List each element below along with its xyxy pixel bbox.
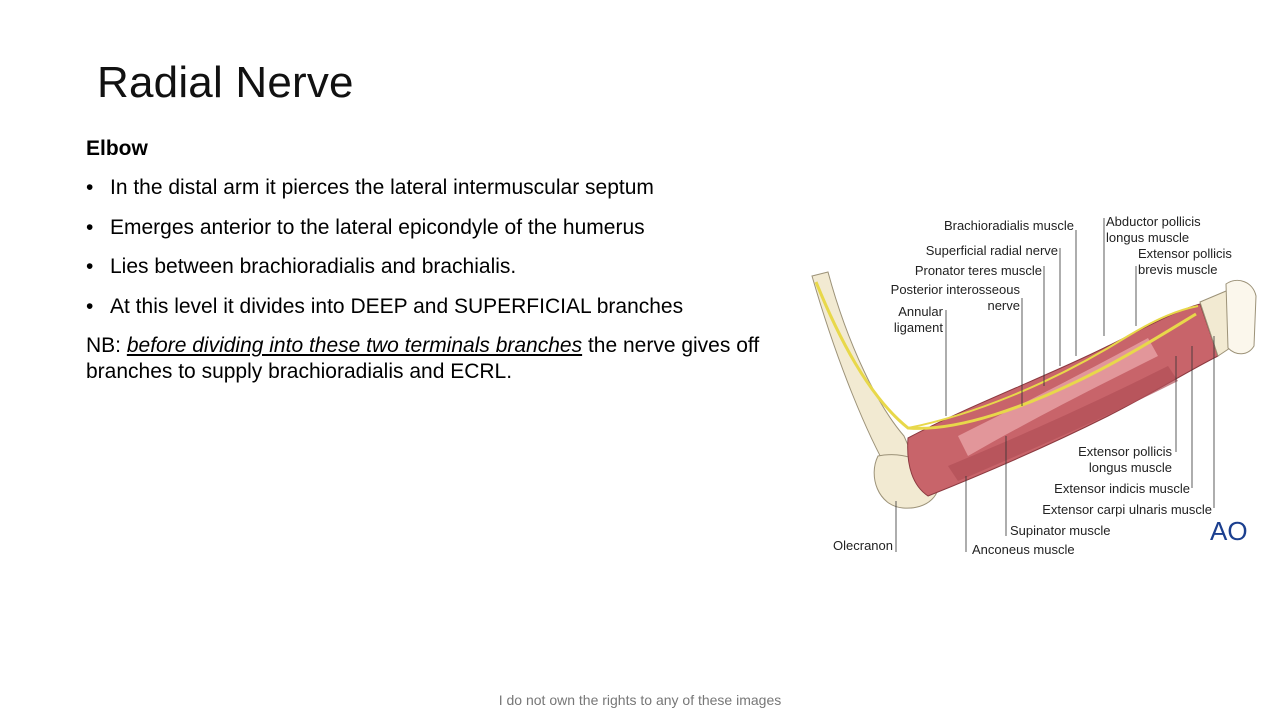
nb-emphasis: before dividing into these two terminals… [126, 334, 583, 357]
label-pronator-teres: Pronator teres muscle [915, 263, 1042, 278]
label-annular-2: ligament [894, 320, 944, 335]
label-ext-pollicis-brevis: Extensor pollicis [1138, 246, 1232, 261]
label-superficial-radial-nerve: Superficial radial nerve [926, 243, 1058, 258]
label-ext-pollicis-brevis-2: brevis muscle [1138, 262, 1217, 277]
bullet-item: In the distal arm it pierces the lateral… [86, 175, 806, 201]
label-ext-indicis: Extensor indicis muscle [1054, 481, 1190, 496]
elbow-illustration: Brachioradialis muscle Superficial radia… [811, 214, 1257, 557]
wrist-cuff [1225, 280, 1257, 355]
nb-suffix: the nerve gives off branches to supply b… [86, 334, 760, 383]
bullet-item: Emerges anterior to the lateral epicondy… [86, 215, 806, 241]
label-anconeus: Anconeus muscle [972, 542, 1075, 557]
footer-disclaimer: I do not own the rights to any of these … [498, 692, 782, 708]
bullet-list: In the distal arm it pierces the lateral… [86, 175, 806, 320]
label-ext-carpi-ulnaris: Extensor carpi ulnaris muscle [1042, 502, 1212, 517]
label-abductor-2: longus muscle [1106, 230, 1189, 245]
label-posterior-interosseous-2: nerve [987, 298, 1020, 313]
muscle-fibers-dark [948, 366, 1178, 481]
section-heading: Elbow [86, 137, 148, 160]
nb-prefix: NB: [86, 334, 127, 357]
label-supinator: Supinator muscle [1010, 523, 1110, 538]
radial-nerve [814, 281, 1197, 430]
nb-note: NB: before dividing into these two termi… [86, 333, 806, 385]
bullet-item: At this level it divides into DEEP and S… [86, 294, 806, 320]
content-body: Elbow In the distal arm it pierces the l… [86, 136, 806, 385]
humerus-bone [811, 271, 919, 475]
label-ext-pollicis-longus-2: longus muscle [1089, 460, 1172, 475]
leader-lines [895, 218, 1215, 552]
label-posterior-interosseous: Posterior interosseous [891, 282, 1021, 297]
superficial-branch [907, 305, 1199, 429]
bullet-item: Lies between brachioradialis and brachia… [86, 254, 806, 280]
slide-title: Radial Nerve [97, 58, 354, 107]
ao-logo: AO [1210, 516, 1248, 546]
label-olecranon: Olecranon [833, 538, 893, 553]
label-abductor: Abductor pollicis [1106, 214, 1201, 229]
label-ext-pollicis-longus: Extensor pollicis [1078, 444, 1172, 459]
label-annular: Annular [898, 304, 943, 319]
label-brachioradialis: Brachioradialis muscle [944, 218, 1074, 233]
muscle-fibers-light [958, 338, 1158, 456]
anatomy-figure: Brachioradialis muscle Superficial radia… [808, 206, 1268, 566]
